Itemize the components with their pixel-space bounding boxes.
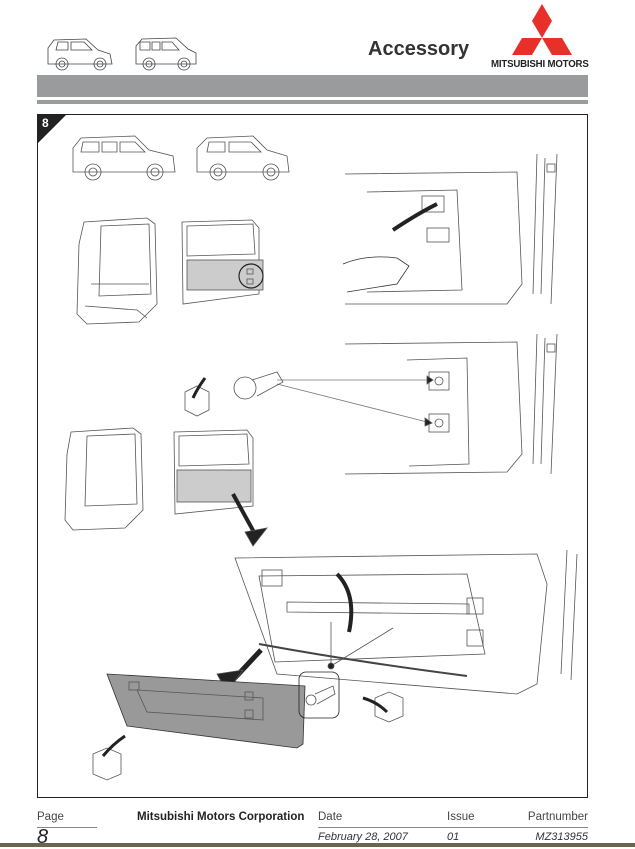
vehicle-variants-icon — [47, 37, 197, 71]
installation-illustration — [64, 135, 578, 781]
brand-name: MITSUBISHI MOTORS — [491, 58, 589, 70]
step-number: 8 — [42, 116, 49, 130]
page-number: 8 — [37, 826, 49, 848]
page-label: Page — [37, 811, 64, 823]
partnumber-label: Partnumber — [527, 811, 588, 823]
removed-trim-panel-drawing — [106, 673, 306, 749]
date-value: February 28, 2007 — [318, 831, 408, 843]
instruction-frame — [37, 114, 588, 798]
issue-value: 01 — [447, 831, 460, 843]
vehicle-5door-drawing — [72, 135, 176, 181]
parts-box-icon-3 — [362, 691, 404, 723]
trim-panel-removal-drawing — [216, 549, 578, 695]
partnumber-value: MZ313955 — [535, 831, 588, 843]
open-tailgate-drawing-2 — [64, 427, 268, 547]
header-rule — [37, 100, 588, 104]
mitsubishi-logo-icon — [512, 4, 572, 55]
screw-callout-drawing — [298, 622, 394, 719]
parts-box-icon-2 — [92, 734, 126, 781]
bolt-part-drawing — [233, 371, 284, 400]
cover-removal-drawing — [342, 153, 558, 305]
date-label: Date — [318, 811, 343, 823]
open-tailgate-drawing-1 — [76, 217, 264, 325]
document-title: Accessory — [368, 38, 470, 60]
step-badge-icon — [37, 114, 67, 144]
parts-box-icon-1 — [184, 377, 210, 417]
issue-label: Issue — [447, 811, 475, 823]
details-rule — [318, 827, 588, 828]
page-bottom-border — [0, 843, 635, 847]
company-name: Mitsubishi Motors Corporation — [137, 811, 305, 823]
bolt-locations-drawing — [276, 333, 558, 475]
header-band — [37, 75, 588, 97]
page-rule — [37, 827, 97, 828]
vehicle-3door-drawing — [196, 135, 290, 181]
